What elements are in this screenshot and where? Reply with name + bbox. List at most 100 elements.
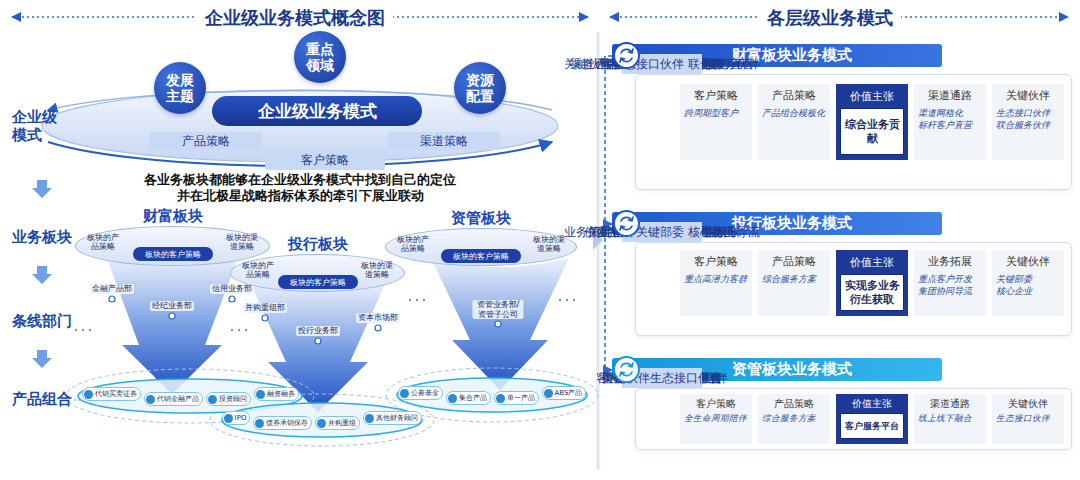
product-pill: IPO — [222, 411, 251, 425]
down-arrow — [32, 180, 52, 198]
cell-body: 综合服务方案 — [762, 274, 826, 286]
product-pill: 融资融券 — [254, 387, 299, 401]
cell-head: 价值主张 — [840, 87, 904, 108]
cell-body: 生态接口伙伴 联合服务伙伴 — [996, 108, 1060, 131]
product-icon — [448, 394, 457, 403]
header-icon — [612, 41, 641, 70]
main-pill: 企业级业务模式 — [212, 96, 422, 126]
cell-head: 客户策略 — [684, 397, 748, 413]
cell-head: 渠道通路 — [918, 87, 982, 108]
down-arrow — [32, 266, 52, 284]
product-icon — [208, 395, 217, 404]
strategy-tab: 渠道策略 — [388, 132, 500, 150]
cell-head: 客户策略 — [684, 253, 748, 274]
product-pill: 投资顾问 — [206, 392, 251, 406]
cell-heading: 渠道通路 — [930, 398, 970, 409]
value-cell: 价值主张实现多业务衍生获取 — [836, 250, 908, 316]
value-cell: 价值主张综合业务贡献 — [836, 84, 908, 160]
funnel-arrow — [431, 258, 569, 390]
product-icon — [255, 419, 264, 428]
value-cell: 价值主张客户服务平台 — [836, 394, 908, 444]
product-pill: 公募基金 — [398, 386, 443, 400]
cell-head: 价值主张 — [840, 397, 904, 413]
sector-pill: 板块的客户策略 — [441, 249, 521, 263]
product-pill: ABS产品 — [542, 386, 587, 400]
cell-heading: 客户策略 — [696, 398, 736, 409]
tab-text: 客户策略 — [301, 152, 349, 169]
circle-text: 资源配置 — [466, 72, 495, 104]
section-title: 各层级业务模式 — [759, 6, 901, 30]
cell-heading: 客户策略 — [694, 255, 738, 267]
product-text: 代销金融产品 — [157, 394, 199, 404]
product-icon — [317, 419, 326, 428]
row-label: 企业级模式 — [12, 108, 59, 144]
sector-text: 板块的客户策略 — [145, 249, 201, 260]
sector-text: 板块的产品策略 — [87, 233, 120, 251]
model-panel: 资管板块业务模式客户策略全生命周期陪伴客户策略全生命周期陪伴产品策略综合服务方案… — [612, 358, 1072, 450]
circle-text: 发展主题 — [166, 72, 195, 104]
topic-circle: 资源配置 — [454, 62, 506, 114]
model-cell: 客户策略重点高潜力客群 — [680, 250, 752, 316]
product-icon — [496, 394, 505, 403]
sector-text: 板块的渠道策略 — [532, 235, 565, 253]
model-cell: 关键伙伴关键部委 核心企业 — [992, 250, 1064, 316]
cell-heading: 价值主张 — [852, 398, 892, 409]
sector-text: 板块的产品策略 — [397, 235, 430, 253]
divider — [597, 32, 600, 470]
cell-heading: 产品策略 — [772, 255, 816, 267]
row-label: 条线部门 — [12, 312, 72, 330]
leader-line — [74, 400, 80, 401]
cell-head: 关键伙伴 — [996, 397, 1060, 413]
cell-heading: 价值主张 — [850, 90, 894, 103]
cell-head: 产品策略 — [762, 87, 826, 108]
sector-text: 板块的渠道策略 — [360, 261, 393, 279]
cell-body: 线上线下融合 — [918, 413, 982, 424]
product-ring — [210, 394, 434, 446]
dept-label: 投行业务部 — [296, 326, 340, 336]
cell-heading: 价值主张 — [850, 256, 894, 269]
product-icon — [224, 414, 233, 423]
model-cell: 关键伙伴生态接口伙伴 — [992, 394, 1064, 444]
product-pill: 并购重组 — [315, 416, 360, 430]
cell-body: 综合业务贡献 — [843, 118, 901, 144]
cell-heading: 产品策略 — [772, 89, 816, 101]
product-icon — [84, 390, 93, 399]
product-text: 债券承销保荐 — [266, 418, 308, 428]
topic-circle: 重点领域 — [294, 31, 346, 83]
sector-text: 板块的客户策略 — [290, 277, 346, 288]
cell-body: 重点客户开发 集团协同导流 — [918, 274, 982, 297]
product-pill: 集合产品 — [446, 391, 491, 405]
product-text: 并购重组 — [328, 418, 356, 428]
panel-heading: 资管板块业务模式 — [732, 360, 852, 379]
funnel-arrow — [250, 282, 386, 412]
sector-ellipse: 财富板块板块的产品策略板块的客户策略板块的渠道策略 — [75, 226, 270, 266]
product-icon — [146, 395, 155, 404]
product-pill: 代销买卖证券 — [82, 387, 141, 401]
product-text: ABS产品 — [555, 388, 583, 398]
cell-heading: 渠道通路 — [928, 89, 972, 101]
cell-body: 全生命周期陪伴 — [684, 413, 748, 424]
product-text: 单一产品 — [507, 393, 535, 403]
product-icon — [544, 389, 553, 398]
sector-text: 板块的产品策略 — [242, 261, 275, 279]
model-cell: 渠道通路渠道网格化 标杆客户直营 — [914, 84, 986, 160]
model-cell: 客户策略全生命周期陪伴 — [680, 394, 752, 444]
cell-body: 实现多业务衍生获取 — [843, 279, 901, 305]
product-band — [222, 403, 422, 437]
cell-head: 价值主张 — [840, 253, 904, 274]
pill-text: 企业级业务模式 — [258, 100, 377, 123]
cell-heading: 业务拓展 — [928, 255, 972, 267]
tab-text: 产品策略 — [182, 133, 230, 150]
product-icon — [400, 389, 409, 398]
dept-label: 经纪业务部 — [150, 301, 194, 311]
cell-body: 重点高潜力客群 — [684, 274, 748, 286]
cell-head: 渠道通路 — [918, 397, 982, 413]
cell-body-box: 实现多业务衍生获取 — [840, 274, 904, 311]
product-text: 公募基金 — [411, 388, 439, 398]
sector-heading: 资管板块 — [386, 209, 576, 228]
dept-label: 金融产品部 — [90, 284, 134, 294]
cell-body: 渠道网格化 标杆客户直营 — [918, 108, 982, 131]
cell-heading: 客户策略 — [694, 89, 738, 101]
sector-text: 板块的渠道策略 — [225, 233, 258, 251]
product-text: 投资顾问 — [219, 394, 247, 404]
